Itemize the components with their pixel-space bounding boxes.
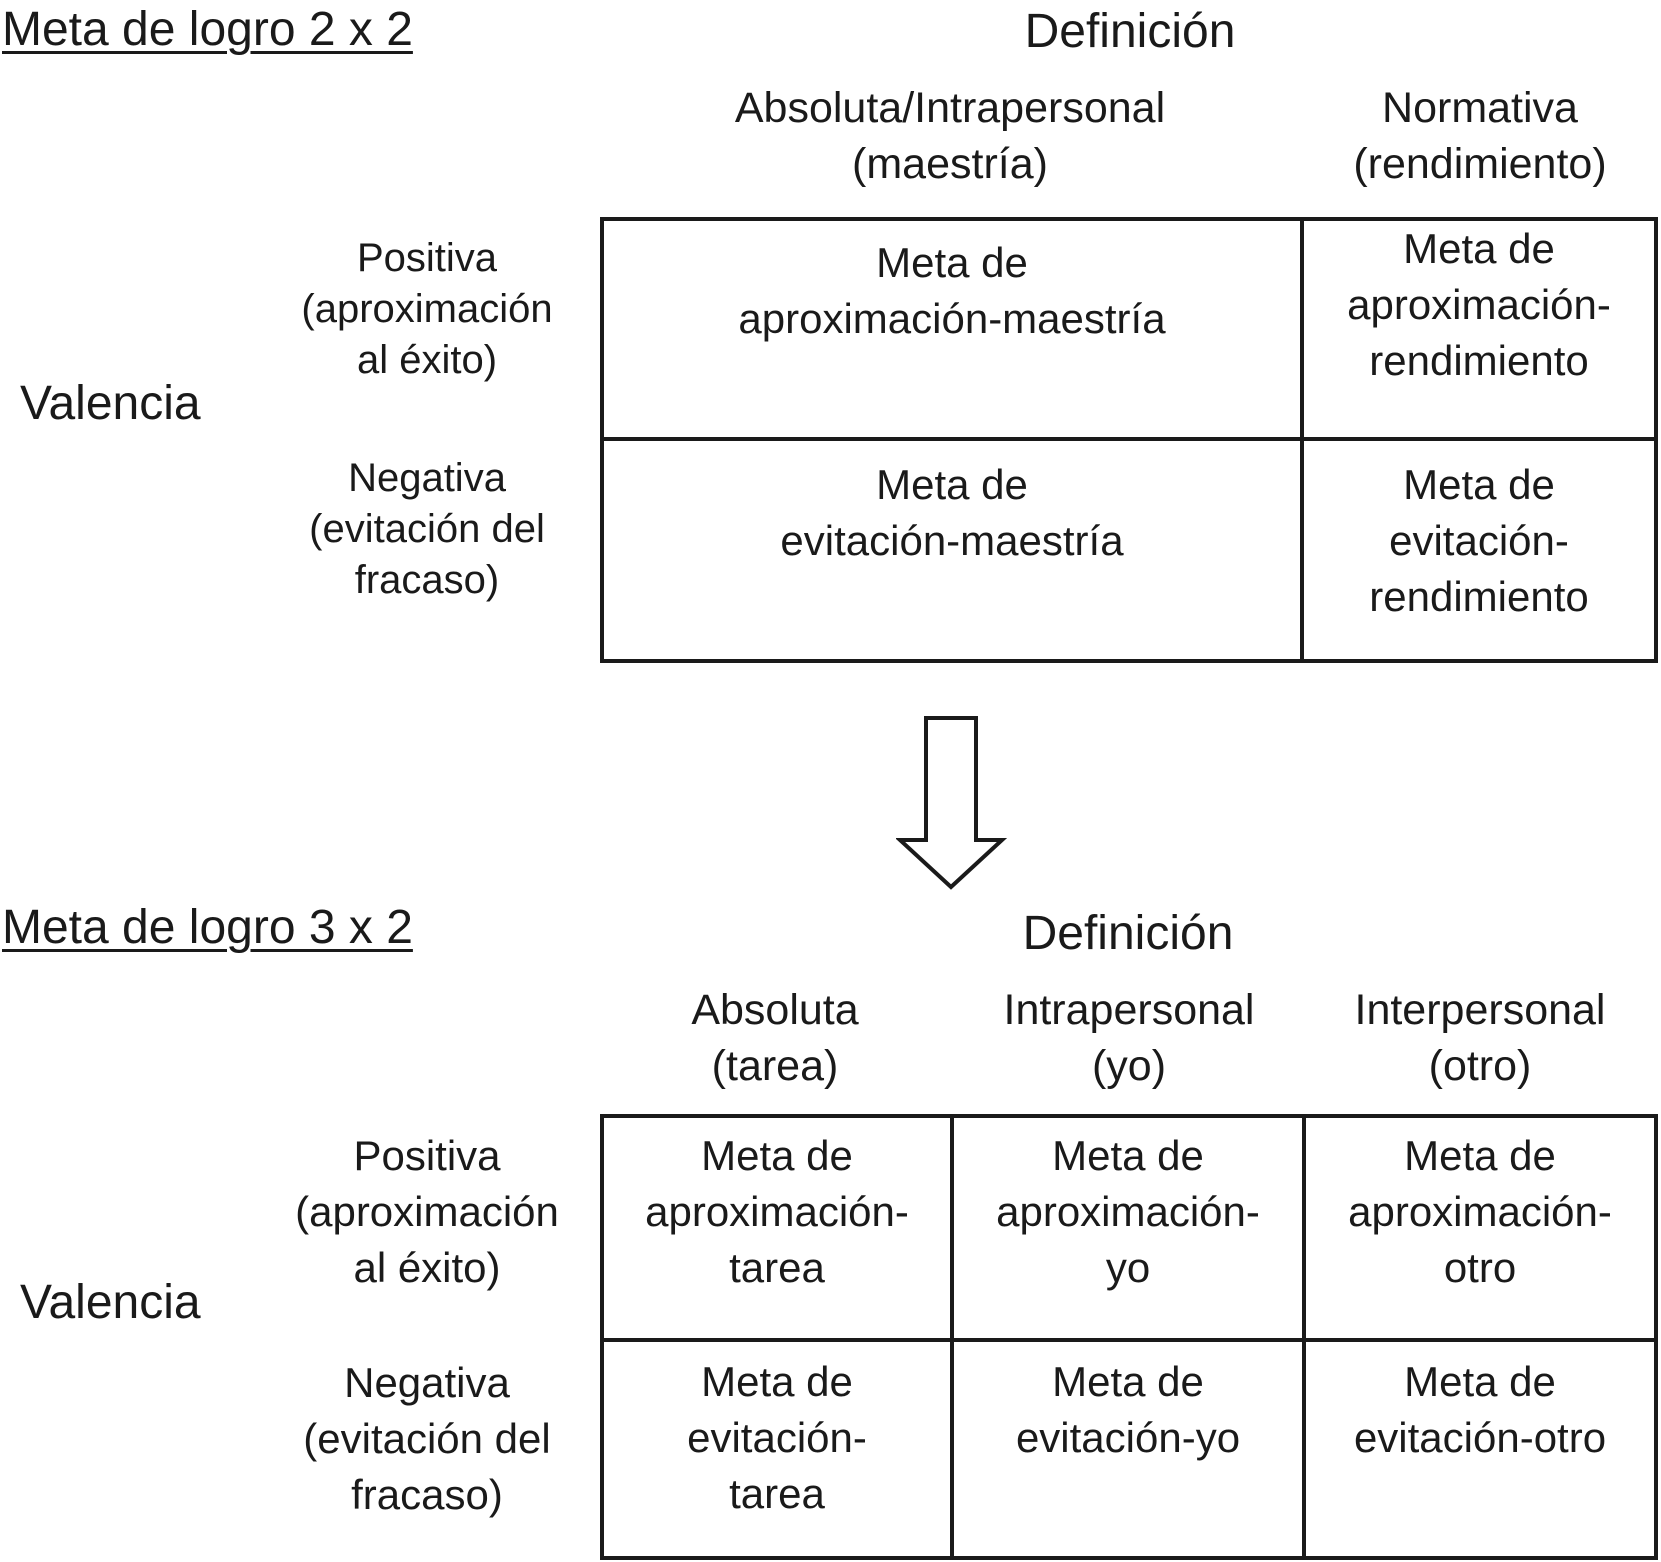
- row-header-line: Negativa: [348, 456, 506, 500]
- cell-aproximacion-tarea: Meta de aproximación- tarea: [604, 1118, 954, 1342]
- cell-line: Meta de: [1404, 1358, 1556, 1405]
- cell-line: Meta de: [1404, 1132, 1556, 1179]
- col-header-line: Absoluta/Intrapersonal: [734, 84, 1166, 132]
- row-header-line: (aproximación: [301, 287, 553, 331]
- cell-line: Meta de: [701, 1358, 853, 1405]
- cell-line: Meta de: [701, 1132, 853, 1179]
- cell-line: otro: [1443, 1244, 1517, 1291]
- col-header-line: (maestría): [852, 140, 1048, 188]
- col-header-line: (yo): [1091, 1042, 1167, 1090]
- cell-line: rendimiento: [1369, 573, 1589, 620]
- col-header-line: (rendimiento): [1353, 140, 1607, 188]
- cell-aproximacion-maestria: Meta de aproximación-maestría: [604, 221, 1304, 441]
- col-header-line: (otro): [1428, 1042, 1532, 1090]
- row-header-line: al éxito): [353, 1244, 501, 1291]
- cell-evitacion-tarea: Meta de evitación- tarea: [604, 1342, 954, 1556]
- col-header-line: (tarea): [711, 1042, 839, 1090]
- cell-line: evitación-: [687, 1414, 867, 1461]
- cell-evitacion-maestria: Meta de evitación-maestría: [604, 441, 1304, 659]
- col-header-line: Absoluta: [691, 986, 859, 1034]
- row-header-line: Negativa: [344, 1359, 510, 1406]
- cell-line: evitación-: [1389, 517, 1569, 564]
- cell-line: tarea: [729, 1470, 825, 1517]
- cell-line: aproximación-: [1347, 281, 1611, 328]
- col-header-line: Normativa: [1382, 84, 1578, 132]
- cell-line: Meta de: [1403, 461, 1555, 508]
- grid-2x2: Meta de aproximación-maestría Meta de ap…: [600, 217, 1658, 663]
- row-header-line: Positiva: [356, 236, 498, 280]
- row-header-line: al éxito): [356, 338, 498, 382]
- valencia-label-2x2: Valencia: [20, 377, 201, 430]
- row-header-line: fracaso): [351, 1471, 503, 1518]
- cell-line: Meta de: [1403, 225, 1555, 272]
- title-3x2: Meta de logro 3 x 2: [2, 901, 413, 954]
- row-header-line: (evitación del: [303, 1415, 551, 1462]
- cell-line: aproximación-maestría: [738, 295, 1166, 342]
- col-header-intrapersonal: Intrapersonal (yo): [955, 982, 1303, 1094]
- valencia-label-3x2: Valencia: [20, 1276, 201, 1329]
- cell-line: Meta de: [1052, 1132, 1204, 1179]
- cell-aproximacion-otro: Meta de aproximación- otro: [1306, 1118, 1654, 1342]
- col-header-line: Intrapersonal: [1003, 986, 1255, 1034]
- down-arrow-icon: [896, 716, 1008, 890]
- cell-line: tarea: [729, 1244, 825, 1291]
- col-header-normativa: Normativa (rendimiento): [1305, 80, 1655, 192]
- grid-3x2: Meta de aproximación- tarea Meta de apro…: [600, 1114, 1658, 1560]
- row-header-negativa-2x2: Negativa (evitación del fracaso): [277, 453, 577, 606]
- row-header-line: Positiva: [353, 1132, 501, 1179]
- cell-line: Meta de: [876, 461, 1028, 508]
- row-header-positiva-2x2: Positiva (aproximación al éxito): [277, 233, 577, 386]
- cell-line: evitación-otro: [1353, 1414, 1607, 1461]
- cell-aproximacion-yo: Meta de aproximación- yo: [954, 1118, 1306, 1342]
- definition-label-3x2: Definición: [1022, 907, 1234, 960]
- col-header-absoluta: Absoluta (tarea): [620, 982, 930, 1094]
- cell-line: evitación-maestría: [780, 517, 1124, 564]
- col-header-interpersonal: Interpersonal (otro): [1305, 982, 1655, 1094]
- cell-evitacion-yo: Meta de evitación-yo: [954, 1342, 1306, 1556]
- col-header-line: Interpersonal: [1354, 986, 1606, 1034]
- cell-line: Meta de: [1052, 1358, 1204, 1405]
- row-header-positiva-3x2: Positiva (aproximación al éxito): [262, 1128, 592, 1296]
- cell-evitacion-rendimiento: Meta de evitación- rendimiento: [1304, 441, 1654, 659]
- cell-line: Meta de: [876, 239, 1028, 286]
- cell-line: evitación-yo: [1015, 1414, 1241, 1461]
- row-header-line: (evitación del: [309, 507, 545, 551]
- cell-line: rendimiento: [1369, 337, 1589, 384]
- cell-aproximacion-rendimiento: Meta de aproximación- rendimiento: [1304, 221, 1654, 441]
- cell-line: aproximación-: [645, 1188, 909, 1235]
- definition-label-2x2: Definición: [1024, 5, 1236, 58]
- row-header-line: fracaso): [354, 558, 500, 602]
- cell-line: aproximación-: [1348, 1188, 1612, 1235]
- title-2x2: Meta de logro 2 x 2: [2, 3, 413, 56]
- cell-evitacion-otro: Meta de evitación-otro: [1306, 1342, 1654, 1556]
- cell-line: yo: [1105, 1244, 1151, 1291]
- row-header-line: (aproximación: [295, 1188, 559, 1235]
- row-header-negativa-3x2: Negativa (evitación del fracaso): [262, 1355, 592, 1523]
- col-header-absoluta-intrapersonal: Absoluta/Intrapersonal (maestría): [700, 80, 1200, 192]
- cell-line: aproximación-: [996, 1188, 1260, 1235]
